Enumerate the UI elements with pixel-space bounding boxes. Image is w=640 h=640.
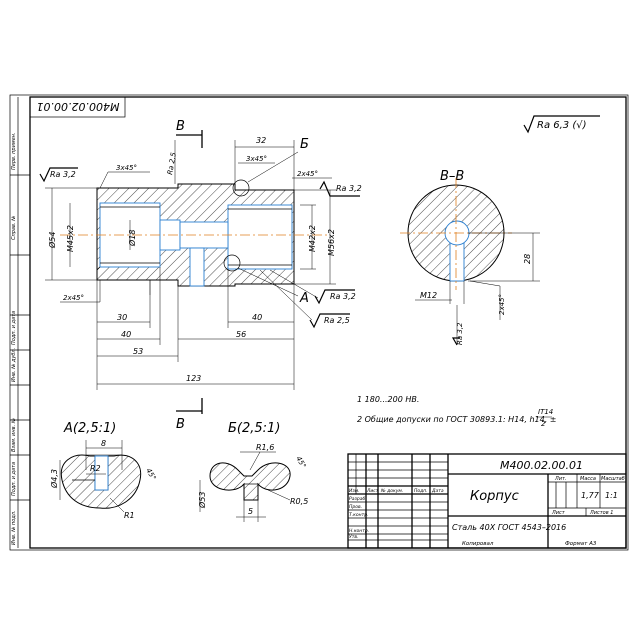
detail-b-circle (232, 179, 250, 197)
tb-format: Формат А3 (565, 541, 597, 547)
tb-lit-header: Лит. (554, 476, 567, 482)
roughness-left-face: Ra 3,2 (39, 167, 78, 183)
dim-chamfer-left: 3x45° (116, 164, 137, 172)
dim-m12: М12 (420, 291, 437, 300)
callout-b: Б (300, 137, 309, 152)
dim-53: 53 (133, 347, 143, 356)
detail-b-r05: R0,5 (290, 497, 308, 506)
dim-m42: М42х2 (308, 225, 317, 252)
roughness-slot-label: Ra 3,2 (456, 322, 464, 345)
tb-sheets: Листов 1 (589, 510, 613, 516)
detail-b-title: Б(2,5:1) (228, 421, 280, 436)
title-name: Корпус (470, 489, 519, 504)
dim-chamfer-bottom: 2x45° (63, 294, 84, 302)
roughness-bore-b: Ra 2,5 (259, 269, 350, 329)
dim-d18: Ø18 (127, 230, 137, 247)
detail-a-d43: Ø4,3 (49, 469, 59, 489)
note-fraction-denominator: 2 (541, 420, 546, 428)
dim-m45: М45х2 (66, 225, 75, 252)
section-marker-bottom: В (176, 417, 185, 432)
margin-label: Инв. № подл. (11, 511, 17, 546)
dim-40b: 40 (252, 313, 262, 322)
outer-frame (9, 94, 629, 551)
section-bb-title: В–В (440, 169, 464, 184)
tb-row-izm: Изм. (349, 488, 360, 494)
note-1: 1 180...200 НВ. (357, 395, 419, 404)
dim-123: 123 (186, 374, 201, 383)
roughness-bore-a-label: Ra 3,2 (330, 292, 356, 301)
tb-role: Утв. (349, 534, 358, 540)
tb-mass-header: Масса (580, 476, 596, 482)
detail-a-d8: 8 (101, 439, 106, 448)
roughness-bore-top: Ra 2,5 (166, 140, 178, 184)
dim-30: 30 (117, 313, 127, 322)
tb-mass: 1,77 (581, 491, 600, 500)
roughness-right-face: Ra 3,2 (319, 180, 362, 197)
dim-40: 40 (121, 330, 131, 339)
title-code: М400.02.00.01 (500, 459, 583, 472)
tb-row-sign: Подп. (414, 488, 428, 494)
section-bb: В–В 28 М12 2x45° Ra 3,2 (400, 169, 540, 346)
detail-b-angle: 45° (294, 455, 307, 470)
detail-b-profile (209, 462, 291, 501)
note-fraction-numerator: IT14 (538, 408, 553, 416)
dim-chamfer-right: 2x45° (297, 170, 318, 178)
title-block: М400.02.00.01 Изм. Лист № докум. Подп. Д… (347, 453, 627, 549)
tb-scale: 1:1 (605, 491, 618, 500)
detail-b-r16: R1,6 (256, 443, 274, 452)
detail-b-d5: 5 (248, 507, 253, 516)
radial-hole (189, 247, 205, 287)
detail-a-r1: R1 (124, 511, 135, 520)
detail-a-angle: 45° (144, 467, 157, 482)
tb-role: Пров. (349, 504, 362, 510)
margin-label: Перв. примен. (11, 132, 17, 170)
detail-b-d53: Ø53 (197, 492, 207, 509)
tb-sheet: Лист (551, 510, 566, 516)
tb-row-doc: № докум. (380, 488, 403, 494)
detail-a: А(2,5:1) 8 R2 R1 45° Ø4,3 (49, 421, 157, 520)
margin-label: Подп. и дата (11, 462, 17, 496)
margin-label: Подп. и дата (11, 311, 17, 345)
detail-a-circle (223, 254, 241, 272)
section-marker-top: В (176, 119, 185, 134)
dim-d54: Ø54 (47, 232, 57, 249)
top-left-code: М400.02.00.01 (37, 100, 120, 113)
tb-role: Н.контр. (349, 528, 369, 534)
margin-label: Инв. № дубл. (11, 348, 17, 382)
tb-scale-header: Масштаб (601, 476, 625, 482)
dim-56: 56 (236, 330, 246, 339)
detail-a-r2: R2 (90, 464, 101, 473)
bore-right (227, 204, 293, 270)
detail-b: Б(2,5:1) R1,6 45° R0,5 5 Ø53 (197, 421, 308, 522)
title-material: Сталь 40Х ГОСТ 4543–2016 (452, 523, 566, 532)
tb-copied: Копировал (462, 541, 494, 547)
tb-role: Т.контр. (349, 512, 369, 518)
roughness-bore-top-label: Ra 2,5 (166, 151, 178, 175)
main-section-view: В В Б А 32 3x45° 3x45° 2x45° 2x45° Ra 3,… (39, 119, 362, 432)
inner-frame (29, 96, 627, 549)
dim-32: 32 (256, 136, 266, 145)
roughness-bore-b-label: Ra 2,5 (324, 316, 350, 325)
tb-role: Разраб. (349, 496, 367, 502)
general-roughness: Ra 6,3 (√) (523, 115, 600, 134)
callout-a: А (299, 291, 309, 306)
dim-28: 28 (523, 254, 532, 264)
dim-bb-chamfer: 2x45° (498, 294, 506, 315)
tb-row-list: Лист (366, 488, 379, 494)
top-code-box: М400.02.00.01 (29, 96, 126, 118)
left-margin-strip: Перв. примен. Справ. № Подп. и дата Инв.… (10, 97, 30, 548)
technical-notes: 1 180...200 НВ. 2 Общие допуски по ГОСТ … (357, 395, 557, 428)
margin-label: Справ. № (11, 216, 17, 240)
tb-row-date: Дата (431, 488, 444, 494)
detail-a-profile (60, 454, 142, 509)
dim-m56: М56х2 (327, 229, 336, 256)
general-roughness-label: Ra 6,3 (√) (537, 120, 587, 131)
note-2: 2 Общие допуски по ГОСТ 30893.1: H14, h1… (357, 415, 557, 424)
dim-chamfer-mid: 3x45° (246, 155, 267, 163)
roughness-left-face-label: Ra 3,2 (50, 170, 76, 179)
margin-label: Взам. инв. № (11, 418, 17, 452)
roughness-right-face-label: Ra 3,2 (336, 184, 362, 193)
detail-a-title: А(2,5:1) (63, 421, 116, 436)
